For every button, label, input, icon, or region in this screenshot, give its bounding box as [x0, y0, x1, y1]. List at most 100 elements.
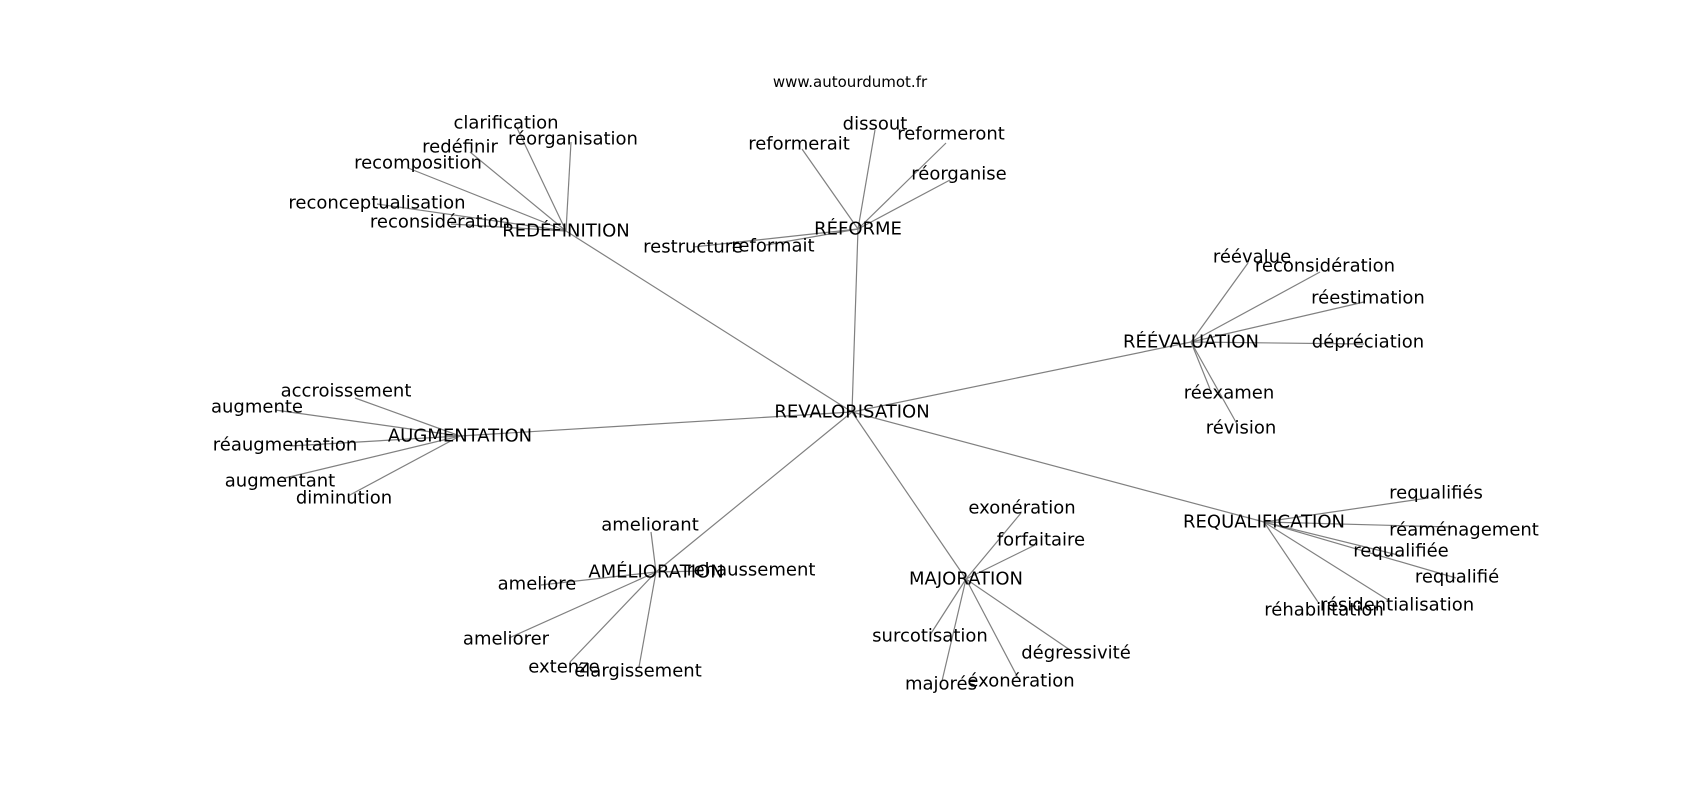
leaf-node-label: dépréciation [1312, 332, 1424, 353]
leaf-node-label: extenze [528, 657, 599, 678]
leaf-node-label: reformeront [897, 124, 1005, 145]
edge-hub-to-leaf [1263, 521, 1457, 579]
site-credit: www.autourdumot.fr [773, 73, 928, 91]
hub-node-label: RÉÉVALUATION [1123, 331, 1259, 353]
leaf-node-label: clarification [453, 113, 558, 134]
edge-hub-to-leaf [857, 179, 951, 230]
leaf-node-label: surcotisation [872, 626, 988, 647]
leaf-node-label: ameliorer [463, 629, 550, 650]
graph-edges [274, 127, 1457, 682]
root-node-label: REVALORISATION [774, 402, 929, 423]
edge-hub-to-leaf [965, 544, 1036, 580]
edge-root-to-hub [565, 230, 853, 413]
edge-hub-to-leaf [655, 570, 704, 573]
edge-hub-to-leaf [965, 578, 1019, 679]
edge-hub-to-leaf [508, 571, 657, 639]
edge-hub-to-leaf [1190, 341, 1211, 390]
leaf-node-label: réhabilitation [1264, 600, 1384, 621]
hub-node-label: REDÉFINITION [502, 220, 630, 242]
leaf-node-label: reformait [731, 236, 814, 257]
edge-hub-to-leaf [1263, 497, 1429, 523]
edge-hub-to-leaf [347, 435, 461, 497]
hub-node-label: REQUALIFICATION [1183, 512, 1345, 533]
edge-root-to-hub [851, 411, 967, 580]
edge-hub-to-leaf [516, 127, 567, 232]
edge-hub-to-leaf [1190, 271, 1321, 343]
edge-hub-to-leaf [638, 571, 657, 668]
leaf-node-label: élargissement [574, 661, 702, 682]
leaf-node-label: recomposition [354, 153, 482, 174]
edge-hub-to-leaf [289, 435, 461, 447]
leaf-node-label: ameliorant [601, 515, 699, 536]
hub-node-label: RÉFORME [814, 218, 902, 240]
edge-hub-to-leaf [407, 167, 567, 232]
edge-hub-to-leaf [284, 435, 461, 479]
edge-hub-to-leaf [765, 228, 859, 246]
edge-hub-to-leaf [1263, 521, 1319, 603]
leaf-node-label: requalifiés [1389, 483, 1483, 504]
leaf-node-label: dissout [843, 114, 908, 135]
edge-hub-to-leaf [1263, 521, 1389, 601]
leaf-node-label: reconsidération [370, 212, 510, 233]
leaf-node-label: éxonération [967, 671, 1074, 692]
leaf-node-label: augmentant [225, 471, 335, 492]
leaf-node-label: accroissement [281, 381, 412, 402]
edge-root-to-hub [851, 341, 1192, 413]
leaf-node-label: augmente [211, 397, 303, 418]
edge-hub-to-leaf [469, 151, 567, 232]
hub-node-label: AMÉLIORATION [588, 561, 723, 583]
edge-hub-to-leaf [941, 578, 967, 682]
graph-labels: REVALORISATIONREDÉFINITIONclarificationr… [211, 113, 1539, 695]
edge-root-to-hub [655, 411, 853, 573]
edge-hub-to-leaf [650, 531, 657, 573]
edge-root-to-hub [459, 411, 853, 437]
edge-hub-to-leaf [1190, 341, 1238, 425]
leaf-node-label: reformerait [748, 134, 850, 155]
leaf-node-label: réorganise [911, 164, 1007, 185]
leaf-node-label: réaugmentation [213, 435, 358, 456]
leaf-node-label: réaménagement [1389, 520, 1539, 541]
leaf-node-label: réestimation [1311, 288, 1425, 309]
edge-hub-to-leaf [354, 397, 461, 437]
edge-hub-to-leaf [274, 409, 461, 437]
edge-hub-to-leaf [540, 571, 657, 586]
edge-hub-to-leaf [857, 129, 876, 230]
leaf-node-label: ameliore [498, 574, 577, 595]
leaf-node-label: redéfinir [422, 137, 498, 158]
edge-hub-to-leaf [450, 223, 567, 232]
leaf-node-label: reconceptualisation [288, 193, 465, 214]
leaf-node-label: restructure [643, 237, 743, 258]
leaf-node-label: requalifié [1415, 567, 1499, 588]
leaf-node-label: requalifiée [1353, 541, 1448, 562]
leaf-node-label: rehaussement [687, 560, 816, 581]
leaf-node-label: réorganisation [508, 129, 638, 150]
leaf-node-label: révision [1206, 418, 1277, 439]
edge-hub-to-leaf [1263, 521, 1403, 557]
edge-hub-to-leaf [1263, 521, 1452, 528]
leaf-node-label: diminution [296, 488, 392, 509]
leaf-node-label: résidentialisation [1320, 595, 1474, 616]
leaf-node-label: réexamen [1184, 383, 1275, 404]
edge-hub-to-leaf [965, 512, 1022, 580]
edge-hub-to-leaf [569, 571, 657, 663]
leaf-node-label: reconsidération [1255, 256, 1395, 277]
leaf-node-label: exonération [968, 498, 1075, 519]
edge-hub-to-leaf [1190, 301, 1365, 343]
edge-root-to-hub [851, 411, 1265, 523]
edge-hub-to-leaf [965, 578, 1071, 651]
edge-hub-to-leaf [929, 578, 967, 636]
edge-hub-to-leaf [801, 148, 859, 230]
leaf-node-label: dégressivité [1021, 643, 1131, 664]
edge-hub-to-leaf [1190, 262, 1249, 343]
edge-hub-to-leaf [857, 142, 947, 230]
hub-node-label: MAJORATION [909, 569, 1023, 590]
leaf-node-label: réévalue [1213, 247, 1291, 268]
leaf-node-label: forfaitaire [997, 530, 1085, 551]
hub-node-label: AUGMENTATION [388, 426, 532, 447]
edge-hub-to-leaf [1190, 341, 1365, 345]
edge-hub-to-leaf [692, 228, 859, 248]
edge-hub-to-leaf [376, 203, 567, 232]
edge-hub-to-leaf [565, 141, 572, 232]
edge-root-to-hub [851, 228, 859, 413]
